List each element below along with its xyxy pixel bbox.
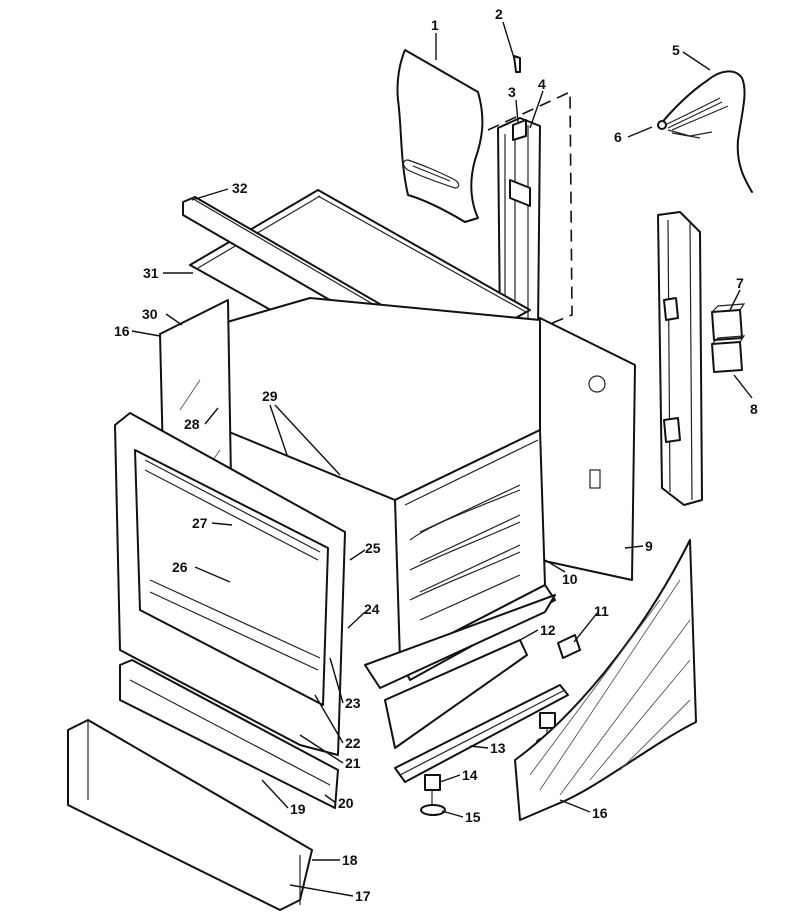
callout-19: 19 xyxy=(290,801,306,817)
callout-9: 9 xyxy=(645,538,653,554)
front-frame xyxy=(114,412,346,756)
callout-23: 23 xyxy=(345,695,361,711)
callout-2: 2 xyxy=(495,6,503,22)
callout-12: 12 xyxy=(540,622,556,638)
part-16-right-side-panel xyxy=(514,539,697,821)
callout-14: 14 xyxy=(462,767,478,783)
callout-26: 26 xyxy=(172,559,188,575)
callout-32: 32 xyxy=(232,180,248,196)
callout-21: 21 xyxy=(345,755,361,771)
callout-15: 15 xyxy=(465,809,481,825)
callout-7: 7 xyxy=(736,275,744,291)
part-5-6-wiring xyxy=(657,70,753,193)
callout-leaders xyxy=(131,21,753,897)
callout-27: 27 xyxy=(192,515,208,531)
callout-22: 22 xyxy=(345,735,361,751)
callout-11: 11 xyxy=(594,603,609,619)
callout-16-left: 16 xyxy=(114,323,130,339)
callout-6: 6 xyxy=(614,129,622,145)
callout-20: 20 xyxy=(338,795,354,811)
part-7-8-brackets xyxy=(711,303,746,373)
part-13-bottom-rail xyxy=(394,684,569,783)
part-1-shield xyxy=(396,49,484,223)
part-12-drip-shield xyxy=(384,639,528,749)
callout-31: 31 xyxy=(143,265,159,281)
callout-18: 18 xyxy=(342,852,358,868)
right-side-frame xyxy=(657,211,703,506)
part-2-screw xyxy=(513,55,521,73)
callout-3: 3 xyxy=(508,84,516,100)
callout-labels: 1 2 3 4 5 6 7 8 9 10 11 12 13 14 15 16 1… xyxy=(114,6,758,904)
part-10-bottom xyxy=(364,594,556,689)
callout-10: 10 xyxy=(562,571,578,587)
callout-8: 8 xyxy=(750,401,758,417)
callout-5: 5 xyxy=(672,42,680,58)
callout-29: 29 xyxy=(262,388,278,404)
callout-24: 24 xyxy=(364,601,380,617)
callout-16-right: 16 xyxy=(592,805,608,821)
callout-13: 13 xyxy=(490,740,506,756)
part-20-lower-panel xyxy=(119,659,339,809)
part-17-18-drawer xyxy=(67,719,313,911)
callout-28: 28 xyxy=(184,416,200,432)
callout-25: 25 xyxy=(365,540,381,556)
callout-30: 30 xyxy=(142,306,158,322)
callout-17: 17 xyxy=(355,888,371,904)
callout-1: 1 xyxy=(431,17,439,33)
callout-4: 4 xyxy=(538,76,546,92)
